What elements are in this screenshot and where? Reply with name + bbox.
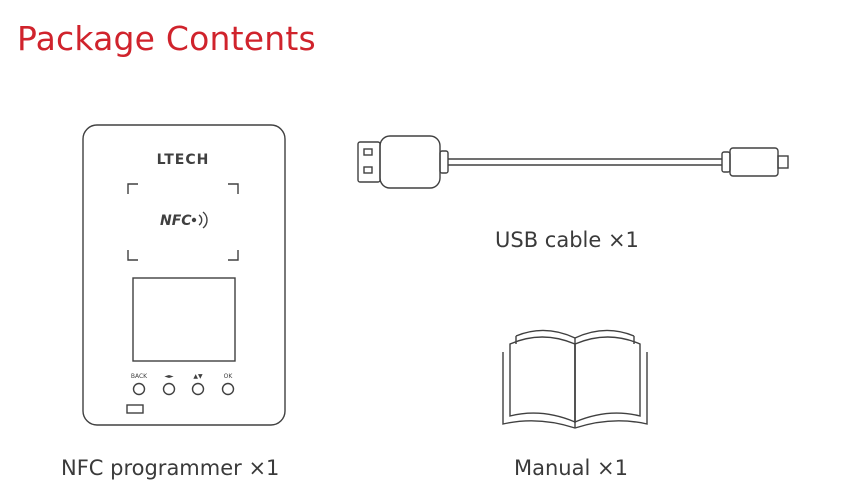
manual-book-icon	[500, 324, 650, 430]
left-right-button-circle	[162, 382, 176, 396]
nfc-zone-bracket	[228, 183, 239, 194]
nfc-wave-icon	[198, 214, 203, 226]
usb-port	[126, 404, 144, 414]
left-right-button-label: ◄►	[164, 373, 174, 380]
device-body	[82, 124, 286, 426]
nfc-wave-icon	[202, 211, 208, 229]
page-title: Package Contents	[17, 19, 316, 58]
cable-wire	[448, 158, 722, 166]
back-button-label: BACK	[131, 373, 148, 380]
book-left-pages	[509, 336, 576, 424]
nfc-label-text: NFC	[160, 213, 192, 229]
nfc-programmer-caption: NFC programmer ×1	[61, 456, 280, 480]
nfc-zone-bracket	[127, 183, 138, 194]
nfc-programmer-icon: LTECH NFC BACK ◄► ▲▼ OK	[82, 124, 286, 426]
ok-button-circle	[221, 382, 235, 396]
nfc-dot-icon	[191, 217, 197, 223]
usb-a-plug	[357, 141, 381, 183]
ok-button-label: OK	[224, 373, 234, 380]
device-screen	[132, 277, 236, 362]
nfc-zone-bracket	[127, 250, 138, 261]
up-down-button-label: ▲▼	[193, 373, 203, 380]
micro-usb-housing	[729, 147, 779, 177]
nfc-zone-bracket	[228, 250, 239, 261]
micro-usb-plug	[777, 155, 789, 169]
usb-a-housing	[379, 135, 441, 189]
device-brand-text: LTECH	[157, 152, 210, 168]
back-button-circle	[132, 382, 146, 396]
book-right-pages	[574, 336, 641, 424]
manual-caption: Manual ×1	[514, 456, 628, 480]
usb-cable-caption: USB cable ×1	[495, 228, 639, 252]
up-down-button-circle	[191, 382, 205, 396]
usb-cable-icon	[356, 134, 796, 190]
